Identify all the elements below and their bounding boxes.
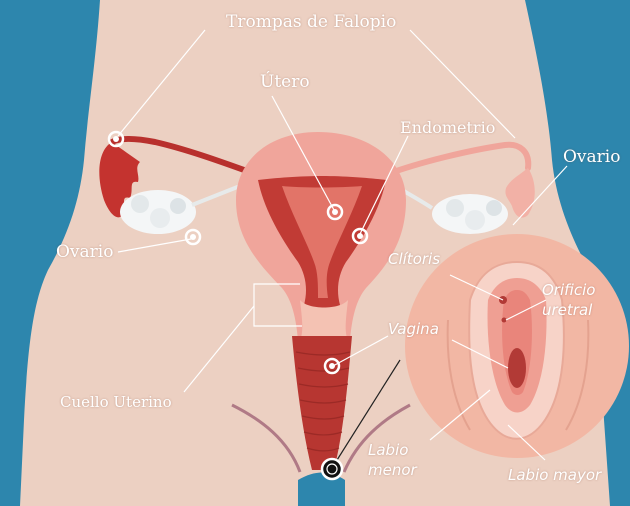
label-cuello-uterino: Cuello Uterino	[60, 393, 172, 411]
label-orificio-uretral: Orificio uretral	[542, 281, 596, 319]
fallopian-tube-right	[382, 141, 532, 178]
leader-trompas-right	[409, 29, 516, 139]
label-ovario-left: Ovario	[56, 242, 114, 262]
vulva-illustration	[446, 260, 590, 440]
leader-clitoris	[449, 274, 504, 301]
leader-lines	[117, 29, 568, 461]
fimbriae-right	[505, 168, 535, 218]
marker-ovario-left	[184, 228, 202, 246]
leader-labio-mayor	[507, 424, 546, 461]
label-ovario-right: Ovario	[563, 147, 621, 167]
marker-vagina	[323, 357, 341, 375]
leader-labio-menor	[429, 389, 491, 441]
label-clitoris: Clítoris	[388, 250, 441, 268]
cervix	[300, 300, 348, 340]
label-endometrio: Endometrio	[400, 118, 496, 137]
marker-trompas	[107, 130, 125, 148]
leader-orificio	[505, 299, 547, 321]
leader-cuello-bracket	[253, 283, 302, 327]
label-labio-mayor: Labio mayor	[508, 466, 602, 484]
leader-inset-connector	[331, 359, 401, 469]
ovary-left	[120, 180, 251, 234]
pubic-notch	[298, 472, 345, 506]
label-vagina: Vagina	[388, 320, 439, 338]
label-labio-menor: Labio menor	[368, 441, 417, 479]
leader-cuello	[183, 305, 255, 393]
marker-utero	[326, 203, 344, 221]
fimbriae-left	[99, 142, 140, 218]
thigh-line-right	[342, 403, 411, 473]
label-trompas: Trompas de Falopio	[226, 12, 397, 32]
ovary-right	[390, 182, 508, 234]
leader-ovario-right	[512, 165, 568, 226]
leader-endometrio	[359, 135, 409, 235]
vagina-ridges	[295, 351, 351, 452]
leader-vagina	[332, 335, 389, 367]
thigh-line-left	[231, 403, 302, 473]
leader-vagina-inset	[451, 339, 509, 369]
leader-utero	[271, 95, 335, 211]
leader-trompas-left	[117, 29, 206, 137]
marker-vulva	[320, 457, 344, 481]
marker-endometrio	[351, 227, 369, 245]
label-utero: Útero	[260, 72, 310, 92]
leader-ovario-left	[117, 238, 192, 253]
